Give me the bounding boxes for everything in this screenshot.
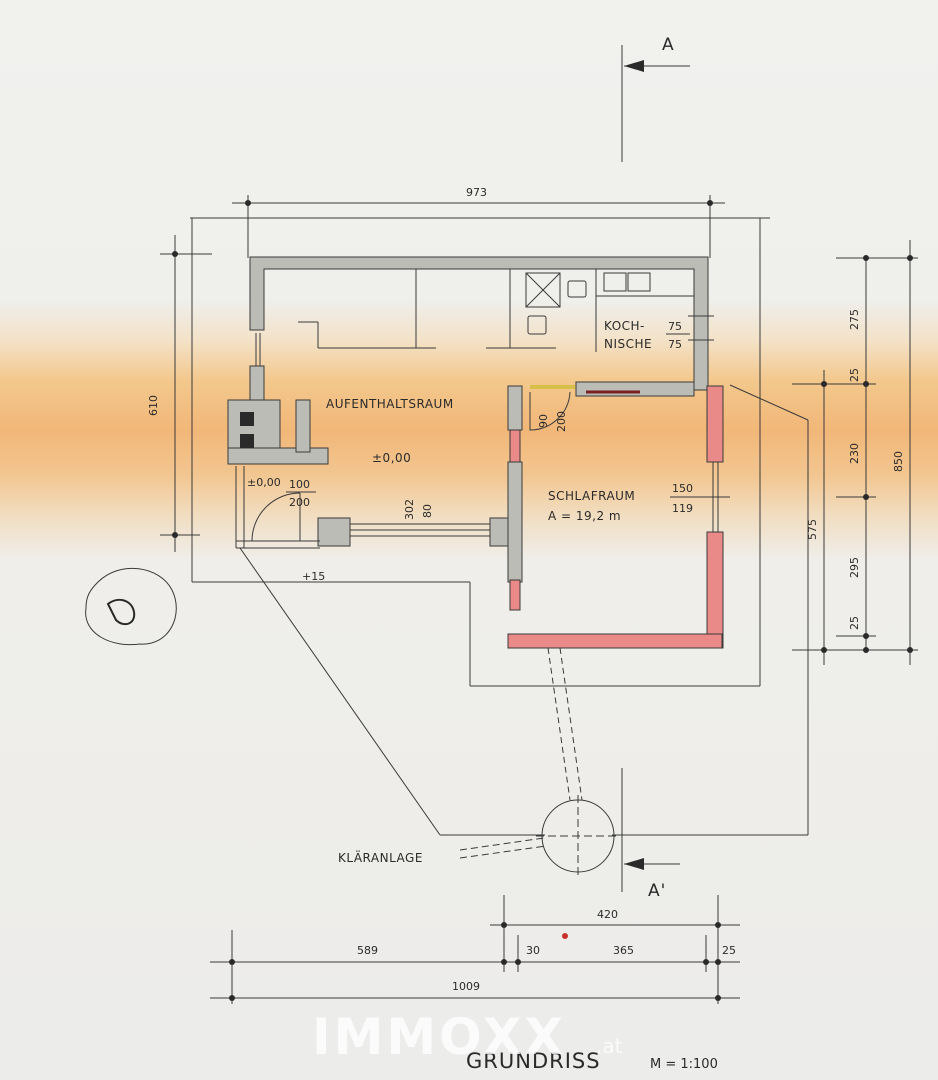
label-kitchen-dim1: 75 [668,320,682,333]
dim-right-575: 575 [806,519,819,540]
section-mark-top: A [621,35,690,162]
dim-bottom-365: 365 [613,944,634,957]
title-grundriss: GRUNDRISS [466,1049,601,1073]
label-kitchen-line2: NISCHE [604,337,652,351]
building-walls [227,256,724,649]
label-entry-width: 100 [289,478,310,491]
dimension-top: 973 [190,186,770,258]
label-door-width: 90 [537,414,550,428]
section-label-bottom: A' [648,881,666,901]
dim-right-25a: 25 [848,368,861,382]
label-living-room: AUFENTHALTSRAUM [326,397,454,411]
dimension-right: 275 25 230 295 25 850 575 [792,240,918,665]
site-lines [192,218,809,836]
label-bedroom-area: A = 19,2 m [548,509,621,523]
label-bed-window-width: 150 [672,482,693,495]
dim-bottom-total: 1009 [452,980,480,993]
dimension-bottom: 420 589 30 365 25 1009 [210,895,740,1004]
label-kitchen-dim2: 75 [668,338,682,351]
label-door-height: 200 [555,411,568,432]
section-label-top: A [662,35,675,55]
dim-bottom-589: 589 [357,944,378,957]
label-entry-level: ±0,00 [247,476,281,489]
title-scale: M = 1:100 [650,1057,718,1072]
label-window-height: 80 [421,504,434,518]
label-septic: KLÄRANLAGE [338,850,423,865]
dim-right-230: 230 [848,443,861,464]
dim-bottom-25: 25 [722,944,736,957]
dim-right-25b: 25 [848,616,861,630]
label-window-width: 302 [403,499,416,520]
watermark-suffix: .at [596,1034,623,1058]
dim-bottom-420: 420 [597,908,618,921]
opening-labels: ±0,00 100 200 90 200 302 80 150 119 +15 [247,411,730,583]
dim-left-height: 610 [147,395,160,416]
label-kitchen-line1: KOCH- [604,319,645,333]
label-bed-window-height: 119 [672,502,693,515]
drawing-title: GRUNDRISS M = 1:100 [466,1049,718,1073]
septic-tank: A' [459,647,680,901]
tree-symbol [85,567,177,646]
label-living-level: ±0,00 [372,451,411,465]
room-labels: AUFENTHALTSRAUM ±0,00 KOCH- NISCHE 75 75… [326,315,714,865]
dim-bottom-30: 30 [526,944,540,957]
label-bedroom: SCHLAFRAUM [548,489,635,503]
label-terrace-level: +15 [302,570,325,583]
dimension-left: 610 [147,218,212,582]
watermark-logo: IMMOXX [312,1008,566,1066]
dim-right-850: 850 [892,451,905,472]
dim-right-295: 295 [848,557,861,578]
dim-right-275: 275 [848,309,861,330]
label-entry-height: 200 [289,496,310,509]
dim-top-total: 973 [466,186,487,199]
